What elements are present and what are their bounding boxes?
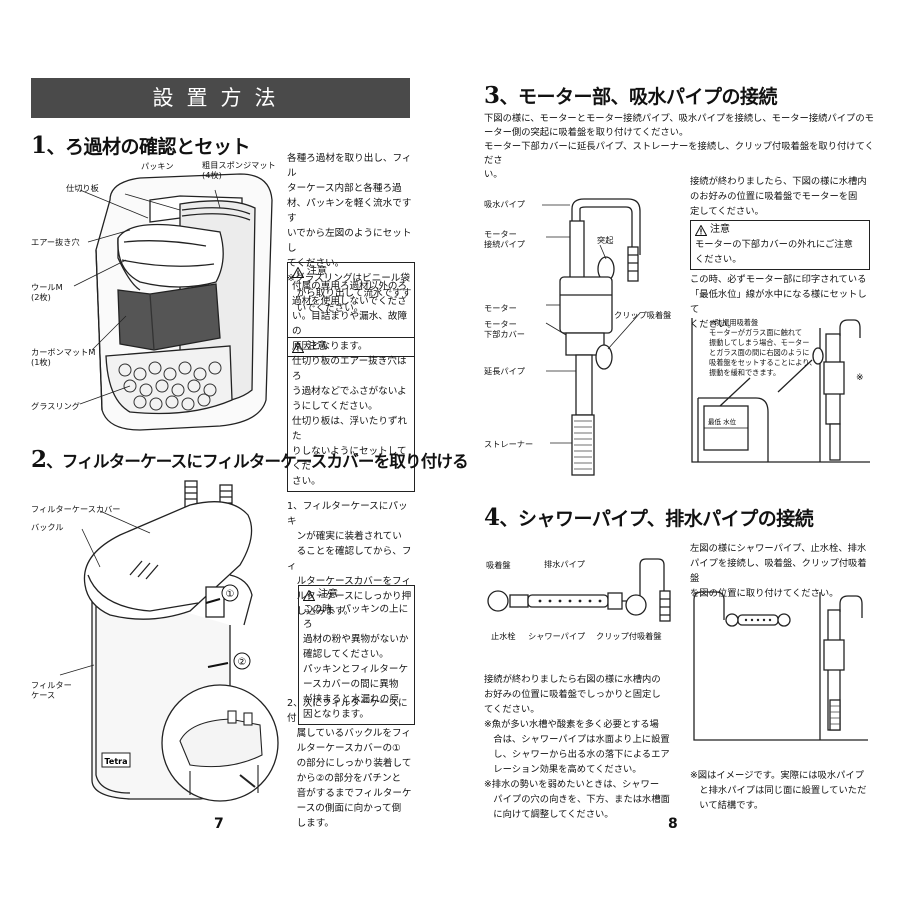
caution-body: 付属の専用ろ過材以外のろ 過材を使用しないでくださ い。目詰まりや漏水、故障の … <box>292 281 408 352</box>
label-wool: ウールM (2枚) <box>31 282 63 302</box>
shower-pipe-diagram <box>487 558 671 622</box>
label-motor-cover: モーター 下部カバー <box>484 319 525 339</box>
step-2-marker: ② <box>238 657 247 668</box>
label-filter-case: フィルター ケース <box>31 680 72 700</box>
section-3-intro: 下図の様に、モーターとモーター接続パイプ、吸水パイプを接続し、モーター接続パイプ… <box>484 113 874 180</box>
section-1-number: 1 <box>31 132 47 159</box>
step-1-marker: ① <box>226 589 235 600</box>
tank-motor-inset: 最低 水位 ※ <box>691 318 870 463</box>
label-shower-pipe: シャワーパイプ <box>528 631 586 641</box>
section-1-heading: 1、ろ過材の確認とセット <box>31 132 251 159</box>
label-glass-ring: グラスリング <box>31 401 80 411</box>
section-1-caution-1: 注意 付属の専用ろ過材以外のろ 過材を使用しないでくださ い。目詰まりや漏水、故… <box>287 262 415 357</box>
label-intake-pipe: 吸水パイプ <box>484 199 525 209</box>
section-1-title: ろ過材の確認とセット <box>65 136 251 158</box>
section-4-placement-text: 接続が終わりましたら右図の様に水槽内の お好みの位置に吸着盤でしっかりと固定し … <box>484 674 670 820</box>
caution-body: 仕切り板のエアー抜き穴はろ う過材などでふさがないよ うにしてください。 仕切り… <box>292 356 408 487</box>
section-3-title: モーター部、吸水パイプの接続 <box>518 86 778 108</box>
warning-icon <box>303 589 315 601</box>
label-protrusion: 突起 <box>597 235 614 245</box>
label-suction-cup: 吸着盤 <box>486 560 511 570</box>
section-1-caution-2: 注意 仕切り板のエアー抜き穴はろ う過材などでふさがないよ うにしてください。 … <box>287 337 415 492</box>
filter-media-diagram <box>73 173 273 431</box>
section-2-step-1: 1、フィルターケースにパッキ ンが確実に装着されてい ることを確認してから、フィ… <box>287 501 412 617</box>
caution-body: この時、パッキンの上にろ 過材の粉や異物がないか確認してください。 パッキンとフ… <box>303 604 409 720</box>
page-number-8: 8 <box>668 816 678 832</box>
section-3-caution: 注意 モーターの下部カバーの外れにご注意 ください。 <box>690 220 870 270</box>
motor-intake-diagram <box>542 198 641 476</box>
caution-title: 注意 <box>710 224 730 235</box>
label-packing: パッキン <box>141 161 174 171</box>
section-4-title: シャワーパイプ、排水パイプの接続 <box>518 508 814 530</box>
caution-title: 注意 <box>307 341 327 352</box>
label-clip-suction-cup: クリップ付吸着盤 <box>596 631 662 641</box>
caution-body: モーターの下部カバーの外れにご注意 ください。 <box>695 239 853 265</box>
section-3-heading: 3、モーター部、吸水パイプの接続 <box>484 82 778 109</box>
label-carbon-mat: カーボンマットM (1枚) <box>31 347 96 367</box>
section-2-caution: 注意 この時、パッキンの上にろ 過材の粉や異物がないか確認してください。 パッキ… <box>298 585 415 725</box>
caution-title: 注意 <box>307 266 327 277</box>
section-4-connect-text: 左図の様にシャワーパイプ、止水栓、排水 パイプを接続し、吸着盤、クリップ付吸着盤… <box>690 543 867 599</box>
section-4-heading: 4、シャワーパイプ、排水パイプの接続 <box>484 504 814 531</box>
section-2-step-2: 2、次にフィルターケースに付 属しているバックルをフィ ルターケースカバーの① … <box>287 698 412 829</box>
page-number-7: 7 <box>214 816 224 832</box>
label-motor-pipe: モーター 接続パイプ <box>484 229 525 249</box>
section-2-number: 2 <box>31 446 47 473</box>
section-4-number: 4 <box>484 504 500 531</box>
label-air-hole: エアー抜き穴 <box>31 237 80 247</box>
section-4-image-note: ※図はイメージです。実際には吸水パイプ と排水パイプは同じ面に設置していただ い… <box>690 770 867 811</box>
label-motor: モーター <box>484 303 517 313</box>
label-clip-suction: クリップ吸着盤 <box>614 310 672 320</box>
label-buckle: バックル <box>31 522 64 532</box>
section-3-number: 3 <box>484 82 500 109</box>
vibration-mark: ※ <box>856 373 864 383</box>
warning-icon <box>695 224 707 236</box>
warning-icon <box>292 341 304 353</box>
section-2-heading: 2、フィルターケースにフィルターケースカバーを取り付ける <box>31 446 469 473</box>
filter-case-diagram: ① ② Tetra <box>59 480 279 802</box>
page-title-banner: 設置方法 <box>31 78 410 118</box>
min-water-level-label: 最低 水位 <box>708 417 737 426</box>
brand-logo: Tetra <box>105 757 128 766</box>
label-divider: 仕切り板 <box>66 183 99 193</box>
section-1-instructions: 各種ろ過材を取り出し、フィル ターケース内部と各種ろ過 材、パッキンを軽く流水で… <box>287 153 412 314</box>
vibration-note: ※防振用吸着盤 モーターがガラス面に触れて 振動してしまう場合、モーター とガラ… <box>709 318 817 377</box>
label-sponge-mat: 粗目スポンジマット (4枚) <box>202 160 276 180</box>
section-3-level-text: この時、必ずモーター部に印字されている 「最低水位」線が水中になる様にセットして… <box>690 274 867 330</box>
section-2-title: フィルターケースにフィルターケースカバーを取り付ける <box>61 452 469 471</box>
label-strainer: ストレーナー <box>484 439 534 449</box>
warning-icon <box>292 266 304 278</box>
tank-shower-diagram <box>693 591 868 741</box>
label-stopper: 止水栓 <box>491 631 516 641</box>
label-filter-cover: フィルターケースカバー <box>31 504 121 514</box>
label-drain-pipe: 排水パイプ <box>544 559 585 569</box>
section-3-mount-text: 接続が終わりましたら、下図の様に水槽内 のお好みの位置に吸着盤でモーターを固 定… <box>690 176 867 217</box>
caution-title: 注意 <box>318 589 338 600</box>
label-ext-pipe: 延長パイプ <box>484 366 525 376</box>
